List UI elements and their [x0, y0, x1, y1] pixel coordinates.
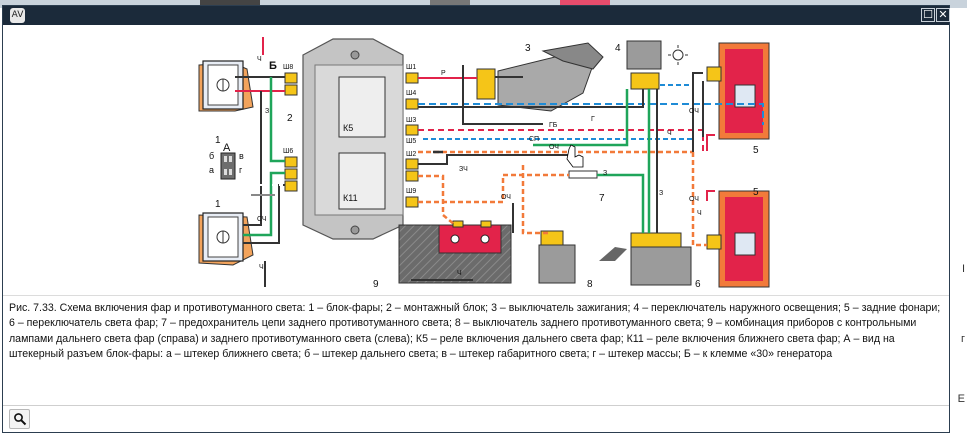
wire-label-ch2: Ч	[667, 130, 672, 137]
background-fragment	[200, 0, 260, 6]
background-app-edge: І г Е	[952, 8, 967, 437]
background-char: Е	[957, 393, 965, 405]
wire-label-och2: ОЧ	[501, 194, 511, 201]
headlight-top	[198, 60, 254, 112]
connector-pins-left	[284, 72, 298, 192]
exterior-light-switch	[626, 40, 662, 90]
label-3: 3	[525, 43, 531, 54]
background-char: І	[961, 263, 965, 275]
maximize-button[interactable]: ☐	[921, 8, 935, 22]
wire-label-z3: З	[659, 190, 663, 197]
wire-label-z2: З	[603, 170, 607, 177]
wire-harness	[235, 37, 764, 287]
app-icon[interactable]: AV	[10, 8, 25, 23]
label-sh-g: г	[239, 165, 243, 175]
label-4: 4	[615, 43, 621, 54]
wire-label-zch: ЗЧ	[459, 166, 468, 173]
wire-label-gb: ГБ	[549, 122, 558, 129]
wire-label-sp: СП	[529, 136, 539, 143]
label-sh5: Ш5	[406, 138, 416, 145]
fuse	[568, 170, 598, 179]
title-bar: AV ☐ ✕	[3, 6, 950, 25]
magnifier-icon	[14, 413, 27, 426]
wire-label-sch: СЧ	[257, 216, 267, 223]
mounting-block	[302, 38, 404, 240]
image-viewer-window: AV ☐ ✕	[2, 5, 950, 433]
wiring-diagram-svg: Б А 1 1 2 3 4 5 5 6 7 8 9 б в а г К5 К11…	[198, 37, 770, 290]
wire-label-r: Р	[441, 70, 446, 77]
plug-connector-a	[220, 152, 236, 180]
label-b: Б	[269, 60, 277, 72]
label-2: 2	[287, 113, 293, 124]
diagram-labels: Б А 1 1 2 3 4 5 5 6 7 8 9 б в а г К5 К11…	[209, 43, 759, 290]
background-app-strip	[0, 0, 967, 8]
label-sh2: Ш2	[406, 151, 416, 158]
hand-cursor-icon	[566, 144, 584, 168]
background-char: г	[960, 333, 965, 345]
label-5b: 5	[753, 187, 759, 198]
label-k11: К11	[343, 193, 358, 203]
sun-light-icon	[668, 45, 688, 65]
label-8: 8	[587, 279, 593, 290]
label-sh-v: в	[239, 151, 244, 161]
label-sh9: Ш9	[406, 188, 416, 195]
label-sh-b: б	[209, 151, 214, 161]
wire-label-och4: ОЧ	[689, 196, 699, 203]
ignition-switch	[476, 42, 604, 112]
wire-label-z1: З	[265, 108, 269, 115]
zoom-button[interactable]	[9, 409, 30, 429]
wire-label-ch1: Ч	[257, 56, 262, 63]
figure-caption: Рис. 7.33. Схема включения фар и противо…	[9, 302, 941, 360]
label-sh3: Ш3	[406, 117, 416, 124]
label-sh8: Ш8	[283, 64, 293, 71]
label-a: А	[223, 142, 231, 154]
label-sh1: Ш1	[406, 64, 416, 71]
background-fragment	[430, 0, 470, 6]
wire-label-g: Г	[591, 116, 595, 123]
status-bar	[3, 405, 949, 432]
headlight-bottom	[198, 212, 254, 266]
wiring-diagram: Б А 1 1 2 3 4 5 5 6 7 8 9 б в а г К5 К11…	[3, 25, 949, 295]
label-7: 7	[599, 193, 605, 204]
label-sh4: Ш4	[406, 90, 416, 97]
wire-label-och3: ОЧ	[689, 108, 699, 115]
rear-fog-switch	[538, 230, 576, 284]
label-9: 9	[373, 279, 379, 290]
wire-label-ch4: Ч	[259, 264, 264, 271]
rear-light-top	[706, 42, 770, 140]
instrument-cluster	[398, 220, 512, 284]
label-1a: 1	[215, 135, 221, 146]
wire-label-ch3: Ч	[457, 270, 462, 277]
caption-divider	[3, 295, 949, 296]
label-sh-a: а	[209, 165, 214, 175]
label-k5: К5	[343, 123, 353, 133]
label-5a: 5	[753, 145, 759, 156]
headlight-switch	[599, 232, 692, 286]
wire-label-ch5: Ч	[697, 210, 702, 217]
label-6: 6	[695, 279, 701, 290]
label-sh6: Ш6	[283, 148, 293, 155]
wire-label-och1: ОЧ	[549, 144, 559, 151]
background-fragment	[560, 0, 610, 6]
label-1b: 1	[215, 199, 221, 210]
rear-light-bottom	[706, 190, 770, 288]
close-button[interactable]: ✕	[936, 8, 950, 22]
